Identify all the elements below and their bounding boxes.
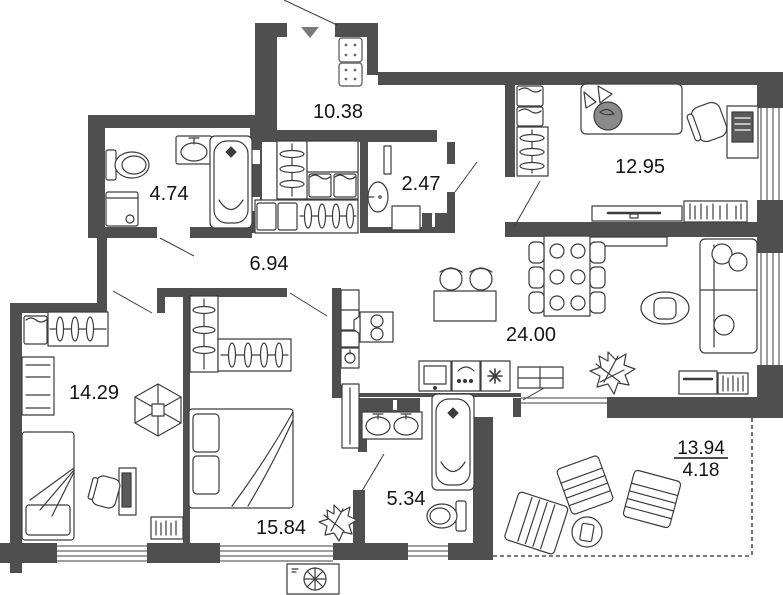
wc-door-swing — [454, 161, 478, 193]
dining-table-icon — [528, 235, 606, 317]
terrace-boundary — [493, 418, 753, 557]
bedroom-bottom-door-swing — [289, 292, 328, 317]
sofa-icon — [699, 238, 758, 354]
wc-fixtures — [367, 145, 421, 231]
tv-bench-icon — [678, 370, 718, 395]
bedroom-left-door-swing — [112, 290, 153, 314]
toilet-icon — [426, 500, 467, 532]
bedroom-top-right-door-swing — [513, 180, 541, 228]
living-room-furniture — [433, 235, 758, 395]
room-label-wc: 2.47 — [402, 173, 441, 195]
room-label-bedroom-left: 14.29 — [69, 382, 119, 404]
room-label-ensuite: 5.34 — [387, 488, 426, 510]
bathroom-fixtures — [105, 135, 253, 229]
terrace-area-total: 13.94 — [677, 438, 725, 459]
double-bed-icon — [188, 408, 294, 509]
lounge-chair-icon — [556, 455, 614, 515]
shelf-icon — [150, 516, 184, 540]
plant-icon — [318, 504, 358, 542]
bookshelf-icon — [683, 200, 748, 223]
bedroom-left-furniture — [21, 311, 184, 541]
chair-icon — [686, 101, 728, 143]
lounge-chair-icon — [622, 469, 682, 529]
windows — [57, 108, 780, 562]
room-label-bathroom: 4.74 — [150, 183, 189, 205]
room-label-bedroom-top-right: 12.95 — [615, 156, 665, 178]
electrical-panel-icon — [338, 37, 363, 87]
entrance-arrow-icon — [301, 27, 319, 38]
ensuite-door-swing — [361, 453, 385, 492]
hall-wardrobe — [254, 140, 359, 234]
wc-cabinet-icon — [391, 205, 421, 231]
bathtub-icon — [209, 135, 253, 229]
room-label-corridor: 6.94 — [250, 253, 289, 275]
terrace-area-counted: 4.18 — [683, 460, 720, 481]
pendant-lamp-icon — [134, 383, 182, 437]
room-labels: 10.38 4.74 2.47 12.95 6.94 24.00 14.29 1… — [69, 101, 728, 539]
dishwasher-icon — [451, 360, 481, 392]
walls — [0, 23, 783, 573]
terrace-area-fraction: 13.94 4.18 — [674, 438, 728, 481]
bathtub-icon — [431, 393, 475, 491]
bathroom-door-swing — [159, 237, 195, 257]
entrance-leader-line — [283, 0, 338, 26]
room-label-entrance-hall: 10.38 — [313, 101, 363, 123]
side-table-icon — [571, 516, 603, 548]
bed-icon — [580, 83, 683, 135]
room-label-bedroom-bottom: 15.84 — [256, 517, 306, 539]
terrace-furniture — [504, 455, 682, 555]
ensuite-fixtures — [361, 393, 475, 532]
coffee-table-icon — [433, 267, 497, 322]
lounge-chair-icon — [504, 491, 569, 555]
single-bed-icon — [21, 431, 75, 541]
plant-icon — [589, 351, 636, 395]
kitchen-units — [340, 289, 564, 392]
bedroom-top-right-furniture — [516, 83, 759, 223]
ventilation-fan-icon — [286, 563, 340, 595]
room-label-kitchen-living: 24.00 — [506, 324, 556, 346]
rack-icon — [21, 356, 55, 416]
bedroom-bottom-furniture — [188, 295, 360, 542]
armchair-icon — [640, 291, 690, 325]
